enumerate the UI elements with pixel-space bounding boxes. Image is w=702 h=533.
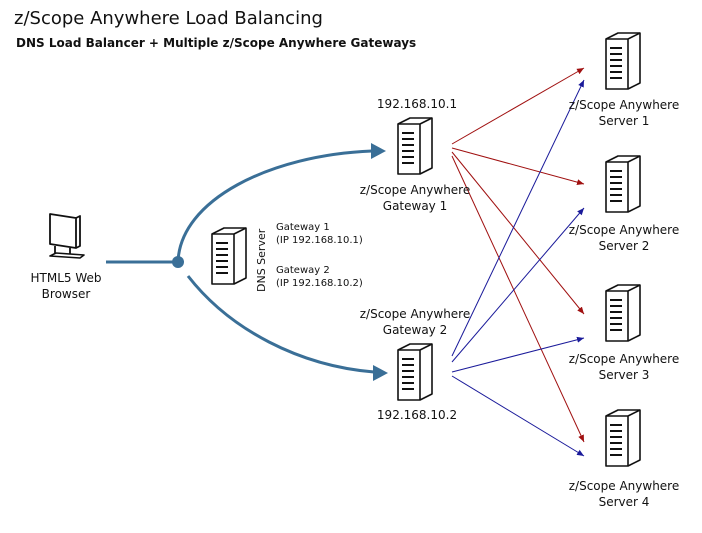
g2-to-server2-arrow (451, 207, 585, 363)
gateway-2-label: z/Scope Anywhere Gateway 2 (355, 306, 475, 338)
gateway-2-server-icon (397, 343, 433, 401)
gateway-1-server-icon (397, 117, 433, 175)
diagram-subtitle: DNS Load Balancer + Multiple z/Scope Any… (16, 36, 417, 50)
curve-to-gateway-1-head (371, 143, 386, 159)
gateway-2-label-line2: Gateway 2 (382, 323, 448, 337)
dns-server-icon (211, 227, 247, 285)
server-4-label-line2: Server 4 (598, 495, 650, 509)
server-1-label-line1: z/Scope Anywhere (568, 98, 680, 112)
curve-to-gateway-1 (176, 149, 373, 263)
server-2-label-line2: Server 2 (598, 239, 650, 253)
browser-label-line2: Browser (41, 287, 91, 301)
browser-label: HTML5 Web Browser (26, 270, 106, 302)
server-4-label-line1: z/Scope Anywhere (568, 479, 680, 493)
curve-to-gateway-2 (186, 275, 375, 374)
dns-entry-1-name: Gateway 1 (276, 222, 330, 233)
g2-to-server1-arrow (451, 79, 585, 357)
browser-label-line1: HTML5 Web (30, 271, 102, 285)
server-1-label: z/Scope Anywhere Server 1 (564, 97, 684, 129)
g1-to-server4-arrow (451, 155, 585, 443)
server-2-label-line1: z/Scope Anywhere (568, 223, 680, 237)
server-1-icon (605, 32, 641, 90)
server-1-label-line2: Server 1 (598, 114, 650, 128)
server-2-label: z/Scope Anywhere Server 2 (564, 222, 684, 254)
gateway-1-label-line2: Gateway 1 (382, 199, 448, 213)
server-3-label-line2: Server 3 (598, 368, 650, 382)
gateway-2-label-line1: z/Scope Anywhere (359, 307, 471, 321)
dns-entry-2: Gateway 2 (IP 192.168.10.2) (276, 264, 363, 290)
server-3-icon (605, 284, 641, 342)
server-3-label-line1: z/Scope Anywhere (568, 352, 680, 366)
gateway-1-label: z/Scope Anywhere Gateway 1 (355, 182, 475, 214)
dns-entry-1-ip: (IP 192.168.10.1) (276, 235, 363, 246)
dns-entry-2-name: Gateway 2 (276, 265, 330, 276)
server-4-icon (605, 409, 641, 467)
gateway-1-label-line1: z/Scope Anywhere (359, 183, 471, 197)
gateway-2-ip: 192.168.10.2 (376, 408, 458, 422)
dns-entry-2-ip: (IP 192.168.10.2) (276, 278, 363, 289)
g1-to-server2-arrow (451, 147, 585, 186)
g1-to-server3-arrow (451, 151, 585, 315)
server-4-label: z/Scope Anywhere Server 4 (564, 478, 684, 510)
g1-to-server1-arrow (451, 67, 585, 145)
server-2-icon (605, 155, 641, 213)
diagram-title: z/Scope Anywhere Load Balancing (14, 8, 323, 29)
gateway-1-ip: 192.168.10.1 (376, 97, 458, 111)
g2-to-server3-arrow (451, 336, 585, 373)
curve-to-gateway-2-head (373, 365, 388, 381)
server-3-label: z/Scope Anywhere Server 3 (564, 351, 684, 383)
browser-monitor-icon (49, 213, 85, 259)
dns-entry-1: Gateway 1 (IP 192.168.10.1) (276, 221, 363, 247)
dns-server-label: DNS Server (255, 228, 268, 292)
g2-to-server4-arrow (451, 375, 585, 457)
